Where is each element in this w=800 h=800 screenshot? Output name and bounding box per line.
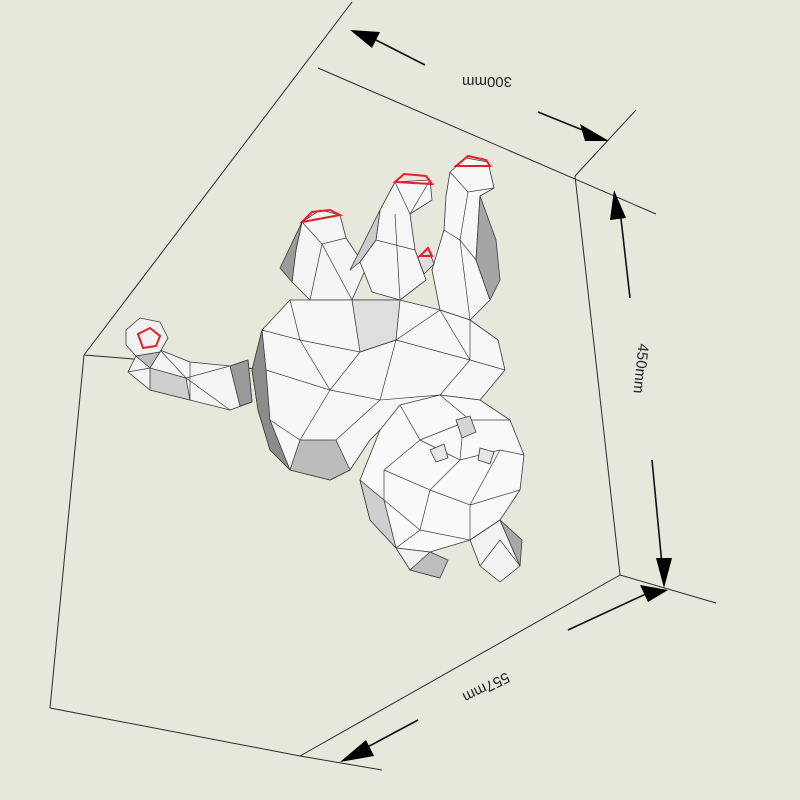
arrow-head-icon bbox=[610, 190, 626, 220]
cat-body bbox=[251, 299, 506, 481]
depth-dimension: 557mm bbox=[340, 585, 668, 762]
cat-front-leg bbox=[417, 154, 501, 321]
arrow-head-icon bbox=[640, 585, 668, 602]
front-paw-cap bbox=[453, 154, 492, 167]
cat-nose bbox=[455, 415, 477, 439]
arrow-head-icon bbox=[656, 558, 672, 588]
tail-tip-cap bbox=[136, 326, 162, 350]
arrow-head-icon bbox=[580, 124, 609, 141]
height-dimension: 450mm bbox=[610, 190, 672, 588]
cat-ears bbox=[395, 519, 523, 583]
cat-tail bbox=[125, 317, 253, 411]
height-label: 450mm bbox=[629, 343, 651, 395]
hind-paw-cap bbox=[392, 172, 435, 186]
cat-eye bbox=[429, 443, 449, 463]
width-dimension: 300mm bbox=[350, 30, 609, 141]
arrow-head-icon bbox=[340, 740, 374, 762]
width-label: 300mm bbox=[462, 73, 512, 90]
papercraft-cat-model bbox=[125, 154, 525, 583]
bounding-box bbox=[49, 1, 717, 771]
cat-hind-legs bbox=[279, 172, 435, 301]
depth-label: 557mm bbox=[460, 668, 512, 705]
arrow-head-icon bbox=[350, 30, 380, 48]
hind-paw-cap bbox=[299, 208, 344, 224]
back-paw-tip bbox=[417, 246, 434, 257]
cat-head bbox=[359, 394, 525, 553]
cat-eye bbox=[477, 447, 495, 465]
